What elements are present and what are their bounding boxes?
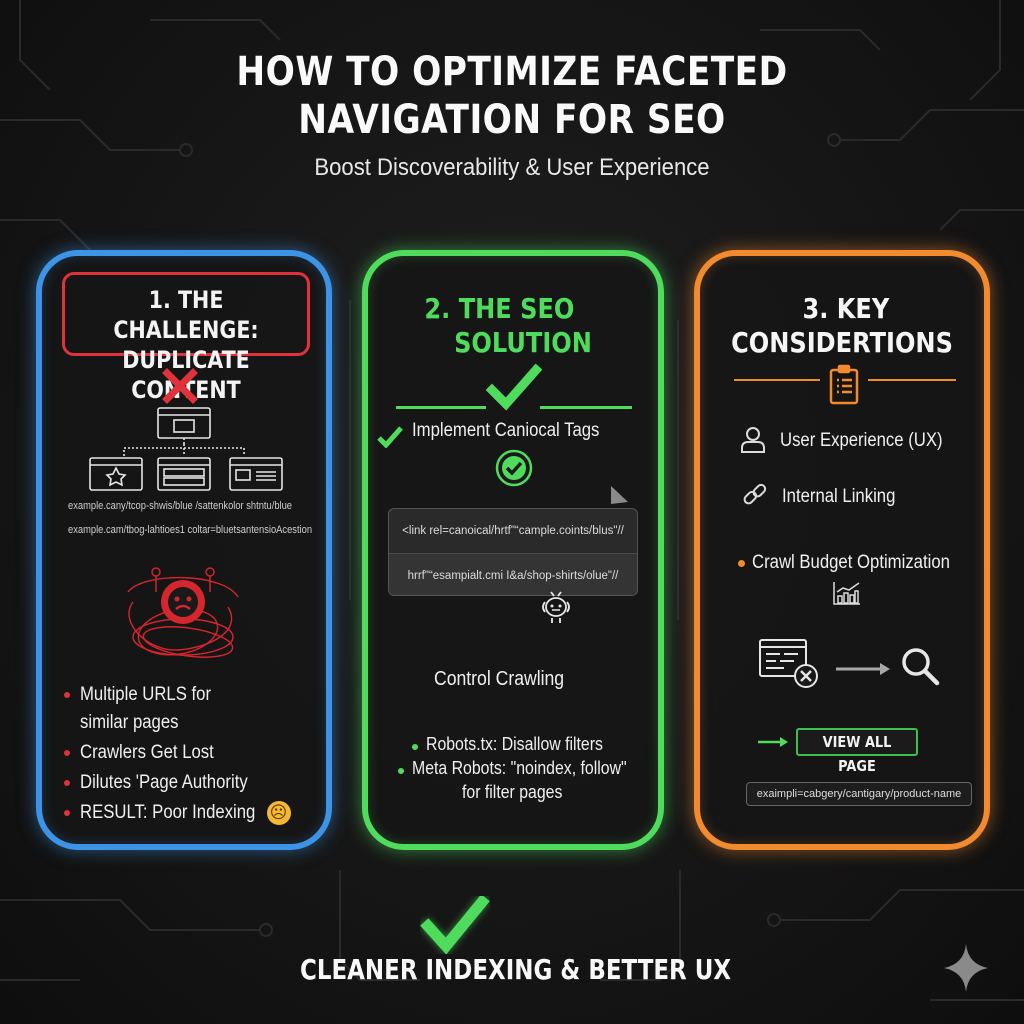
- user-icon: [741, 427, 765, 453]
- solution-heading-line-2: SOLUTION: [454, 326, 592, 359]
- green-arrow-icon: [758, 737, 788, 747]
- challenge-bullet-3: Dilutes 'Page Authority: [62, 768, 291, 798]
- view-all-page-button[interactable]: VIEW ALL PAGE: [796, 728, 918, 775]
- divider-right: [868, 379, 956, 381]
- page-subtitle: Boost Discoverability & User Experience: [314, 154, 710, 181]
- robots-txt-bullet: Robots.tx: Disallow filters: [410, 732, 656, 756]
- robot-icon: [542, 591, 570, 623]
- divider-left: [396, 406, 486, 409]
- checkmark-small-icon: [377, 426, 403, 448]
- considerations-heading: 3. KEY CONSIDERTIONS: [700, 292, 984, 360]
- sad-face-emoji: ☹: [266, 800, 291, 825]
- check-circle-icon: [495, 449, 533, 487]
- page-title-line-2: NAVIGATION FOR SEO: [298, 97, 726, 143]
- crawl-control-bullets: Robots.tx: Disallow filters Meta Robots:…: [396, 732, 656, 804]
- page-title-line-1: HOW TO OPTIMIZE FACETED: [236, 49, 788, 95]
- divider-right: [540, 406, 632, 409]
- tangled-robot-icon: [127, 567, 239, 658]
- meta-robots-bullet-cont: for filter pages: [462, 782, 563, 802]
- clipboard-icon: [829, 364, 859, 405]
- challenge-bullet-2: Crawlers Get Lost: [62, 738, 291, 768]
- challenge-bullet-1-cont: similar pages: [80, 712, 179, 733]
- solution-card: 2. THE SEO SOLUTION Implement Caniocal T…: [362, 250, 664, 850]
- user-experience-item: User Experience (UX): [780, 430, 943, 451]
- canonical-code-box: <link rel=canoical/hrtf"“cample.coints/b…: [388, 508, 638, 596]
- bullet-dot: [738, 560, 745, 567]
- footer-checkmark-icon: [420, 896, 490, 954]
- internal-linking-item: Internal Linking: [782, 486, 896, 507]
- header: HOW TO OPTIMIZE FACETED NAVIGATION FOR S…: [0, 48, 1024, 182]
- implement-canonical-tags: Implement Caniocal Tags: [412, 420, 600, 441]
- url-example-field: exaimpli=cabgery/cantigary/product-name: [746, 782, 972, 806]
- arrow-right-icon: [836, 663, 890, 675]
- link-icon: [743, 483, 767, 505]
- challenge-bullet-list: Multiple URLS for similar pages Crawlers…: [62, 680, 291, 828]
- page-tree-icon: [89, 407, 283, 491]
- duplicate-url-1: example.cany/tcop-shwis/blue /sattenkolo…: [68, 500, 293, 512]
- considerations-heading-line-2: CONSIDERTIONS: [731, 326, 953, 359]
- x-mark-icon: [162, 368, 198, 404]
- challenge-heading-line-1: 1. THE CHALLENGE:: [113, 286, 259, 344]
- sparkle-icon: [944, 944, 988, 992]
- checkmark-icon: [486, 363, 542, 411]
- control-crawling-heading: Control Crawling: [434, 668, 565, 690]
- cursor-icon: [611, 486, 628, 504]
- meta-robots-bullet: Meta Robots: "noindex, follow": [396, 756, 656, 780]
- challenge-bullet-4: RESULT: Poor Indexing ☹: [62, 798, 291, 828]
- divider-left: [734, 379, 820, 381]
- solution-heading-line-1: 2. THE SEO: [424, 292, 575, 325]
- challenge-heading-box: 1. THE CHALLENGE: DUPLICATE CONTENT: [62, 272, 310, 404]
- challenge-heading-line-2: DUPLICATE CONTENT: [122, 346, 250, 404]
- considerations-heading-line-1: 3. KEY: [802, 292, 890, 325]
- bar-chart-icon: [833, 582, 860, 605]
- footer-tagline: CLEANER INDEXING & BETTER UX: [300, 953, 732, 986]
- code-line-2: hrrf"“esampialt.cmi I&a/shop-shirts/olue…: [389, 553, 637, 595]
- solution-heading: 2. THE SEO SOLUTION: [368, 292, 658, 360]
- code-line-1: <link rel=canoical/hrtf"“cample.coints/b…: [402, 525, 624, 537]
- duplicate-url-2: example.cam/tbog-lahtioes1 coltar=bluets…: [68, 524, 313, 536]
- blocked-page-icon: [759, 639, 818, 688]
- challenge-bullet-1: Multiple URLS for: [62, 680, 291, 710]
- challenge-card: 1. THE CHALLENGE: DUPLICATE CONTENT exam…: [36, 250, 332, 850]
- considerations-card: 3. KEY CONSIDERTIONS User Experience (UX…: [694, 250, 990, 850]
- search-icon: [902, 648, 940, 686]
- crawl-budget-item: Crawl Budget Optimization: [752, 552, 950, 573]
